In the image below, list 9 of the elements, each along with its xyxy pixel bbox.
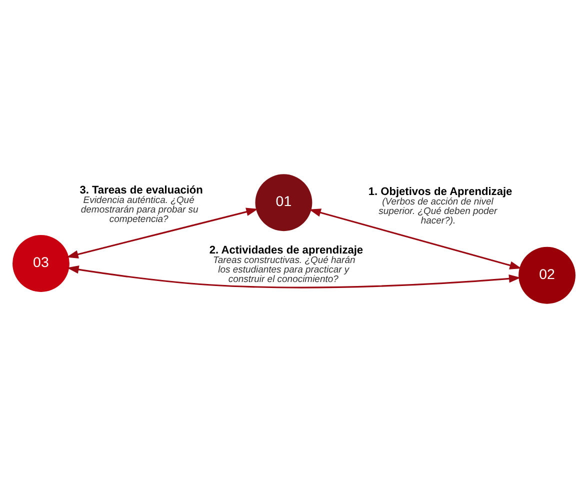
arrow xyxy=(66,264,521,288)
edge-label: 2. Actividades de aprendizaje Tareas constructivas. ¿Qué harán los estudiantes para practicar y construir el conocimiento? xyxy=(209,244,364,285)
node-circle: 03 xyxy=(12,234,70,292)
edge-label: 3. Tareas de evaluación Evidencia auténtica. ¿Qué demostrarán para probar su competencia? xyxy=(80,184,203,225)
arrow xyxy=(66,207,258,258)
node-circle: 02 xyxy=(518,246,576,304)
arrow xyxy=(309,208,522,269)
edge-label: 1. Objetivos de Aprendizaje (Verbos de acción de nivel superior. ¿Qué deben poder hacer?). xyxy=(368,185,512,226)
node-circle: 01 xyxy=(255,174,312,231)
